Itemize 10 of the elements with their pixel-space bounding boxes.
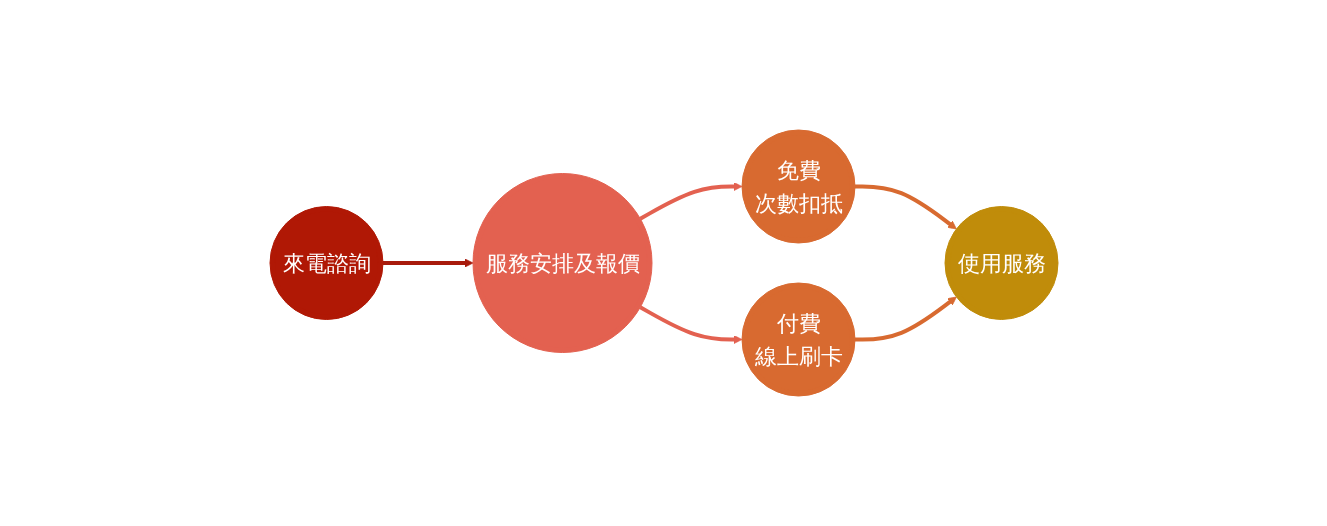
node-circle: 付費 線上刷卡 xyxy=(741,282,855,397)
node-circle: 免費 次數扣抵 xyxy=(741,129,855,244)
arrow xyxy=(638,305,742,344)
node-circle: 來電諮詢 xyxy=(269,206,383,320)
arrow xyxy=(382,258,473,268)
node-circle: 使用服務 xyxy=(944,206,1058,320)
arrow xyxy=(638,182,742,221)
arrow xyxy=(854,296,957,342)
node-circle: 服務安排及報價 xyxy=(472,173,652,353)
arrow xyxy=(854,184,957,230)
